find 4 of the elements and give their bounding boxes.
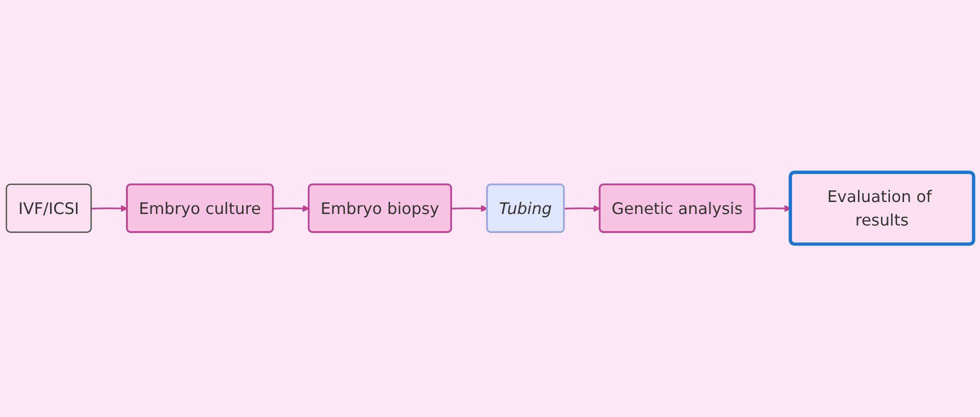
arrow [452, 205, 488, 212]
arrow [273, 205, 310, 212]
arrow [91, 205, 128, 212]
arrow [564, 205, 600, 212]
